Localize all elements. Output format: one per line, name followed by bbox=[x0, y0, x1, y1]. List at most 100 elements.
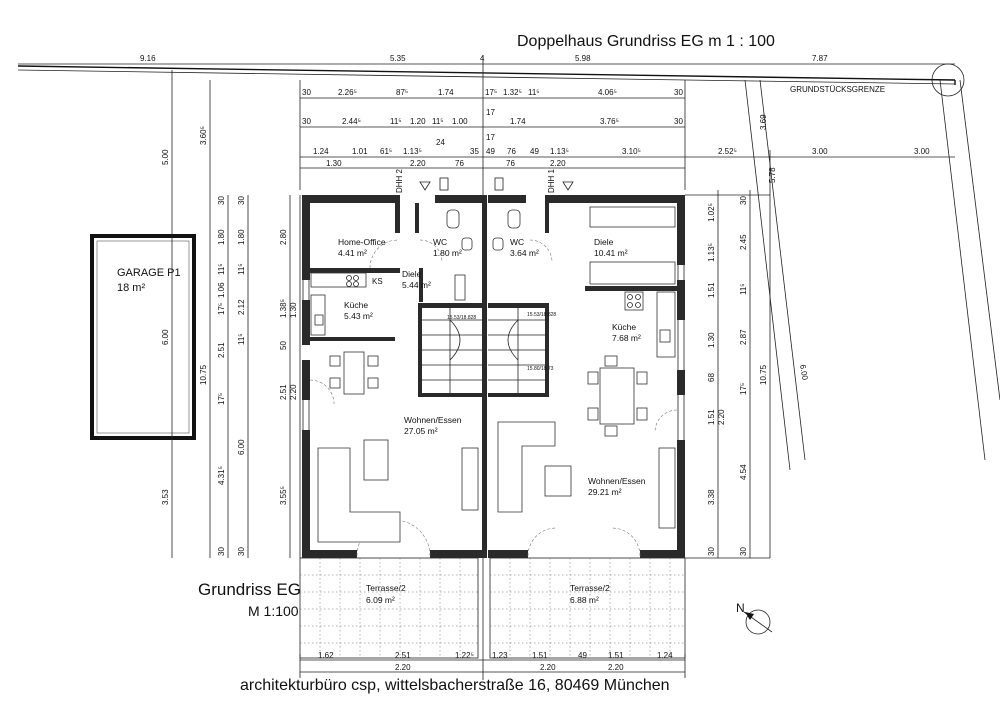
wc-left-name: WC bbox=[433, 237, 447, 247]
dim-r3-4: 1.20 bbox=[410, 117, 426, 126]
dim-top-2: 5.35 bbox=[390, 54, 406, 63]
dim-lcc-4: 50 bbox=[279, 341, 288, 350]
terrace-right-name: Terrasse/2 bbox=[570, 583, 610, 593]
dim-right-upper-1: 3.69 bbox=[759, 114, 768, 130]
dim-bottom-11: 2.20 bbox=[608, 663, 624, 672]
dim-lca-5: 17⁵ bbox=[217, 303, 226, 315]
dim-r5-5: 2.20 bbox=[550, 159, 566, 168]
dim-lcb-6: 6.00 bbox=[237, 439, 246, 455]
dim-r2-8: 4.06⁵ bbox=[598, 88, 617, 97]
installation-shaft bbox=[454, 274, 466, 301]
garage-name: GARAGE P1 bbox=[117, 267, 181, 279]
dim-r4-9: 76 bbox=[507, 147, 516, 156]
dim-r4-14: 3.00 bbox=[812, 147, 828, 156]
dim-bottom-10: 2.20 bbox=[540, 663, 556, 672]
dim-left-1: 5.00 bbox=[161, 149, 170, 165]
wc-right-name: WC bbox=[510, 237, 524, 247]
dim-lcc-2: 1.38⁵ bbox=[279, 299, 288, 318]
kueche-left-name: Küche bbox=[344, 300, 368, 310]
dim-right-total: 10.75 bbox=[759, 364, 768, 385]
dim-rcb-3: 11⁵ bbox=[739, 283, 748, 295]
dim-rca-5: 68 bbox=[707, 373, 716, 382]
dim-left-2: 3.60⁵ bbox=[199, 126, 208, 145]
entrance-markers bbox=[419, 177, 574, 191]
plan-scale: M 1:100 bbox=[248, 603, 299, 619]
dim-r3-5: 11⁵ bbox=[432, 117, 444, 126]
dim-top-1: 9.16 bbox=[140, 54, 156, 63]
wohnen-left-area: 27.05 m² bbox=[404, 426, 438, 436]
dim-left-3: 6.00 bbox=[161, 329, 170, 345]
home-office-name: Home-Office bbox=[338, 237, 386, 247]
dim-r4-3: 61⁵ bbox=[380, 147, 392, 156]
stair-right-label: 15.53/18.828 bbox=[527, 312, 556, 318]
ks-label: KS bbox=[372, 277, 383, 286]
dhh2-label: DHH 2 bbox=[395, 168, 404, 193]
kueche-left-area: 5.43 m² bbox=[344, 311, 373, 321]
dim-r4-6: 35 bbox=[470, 147, 479, 156]
dim-lca-3: 11⁵ bbox=[217, 263, 226, 275]
dim-rca-7: 2.20 bbox=[717, 409, 726, 425]
diele-right-area: 10.41 m² bbox=[594, 248, 628, 258]
dim-rca-9: 30 bbox=[707, 547, 716, 556]
dim-lcc-3: 1.30 bbox=[289, 302, 298, 318]
dim-left-house-total: 10.75 bbox=[199, 364, 208, 385]
dining-table-left bbox=[329, 351, 379, 395]
kueche-right-area: 7.68 m² bbox=[612, 333, 641, 343]
dim-bottom-3: 1.22⁵ bbox=[455, 651, 474, 660]
terrace-left-area: 6.09 m² bbox=[366, 595, 395, 605]
dim-rca-2: 1.13⁵ bbox=[707, 243, 716, 262]
dhh1-label: DHH 1 bbox=[547, 168, 556, 193]
dim-rca-1: 1.02⁵ bbox=[707, 203, 716, 222]
dim-r5-1: 1.30 bbox=[326, 159, 342, 168]
terrace-right-area: 6.88 m² bbox=[570, 595, 599, 605]
bottom-dimension-lines bbox=[299, 654, 686, 678]
dim-r2-6: 1.32⁵ bbox=[503, 88, 522, 97]
wohnen-right-area: 29.21 m² bbox=[588, 487, 622, 497]
dim-lcb-2: 1.80 bbox=[237, 229, 246, 245]
dim-lca-7: 17⁵ bbox=[217, 393, 226, 405]
dim-r4-1: 1.24 bbox=[313, 147, 329, 156]
dim-right-upper-2: 5.78 bbox=[768, 167, 777, 183]
dim-r3-8: 1.74 bbox=[510, 117, 526, 126]
dim-bottom-8: 1.24 bbox=[657, 651, 673, 660]
windows bbox=[302, 265, 685, 440]
dim-lcb-4: 2.12 bbox=[237, 299, 246, 315]
diele-right-name: Diele bbox=[594, 237, 614, 247]
dim-rca-4: 1.30 bbox=[707, 332, 716, 348]
dim-r2-5: 17⁵ bbox=[485, 88, 497, 97]
dim-r3-9: 3.76⁵ bbox=[600, 117, 619, 126]
terrace-right bbox=[489, 557, 686, 659]
kitchen-right bbox=[589, 206, 676, 358]
dim-r5-4: 76 bbox=[506, 159, 515, 168]
dim-r4-7: 17 bbox=[486, 133, 495, 142]
dim-bottom-9: 2.20 bbox=[395, 663, 411, 672]
dim-lcc-6: 2.20 bbox=[289, 384, 298, 400]
dim-rcb-5: 17⁵ bbox=[739, 383, 748, 395]
dim-r3-2: 2.44⁵ bbox=[342, 117, 361, 126]
stair-left bbox=[422, 308, 482, 393]
dining-table-right bbox=[587, 355, 648, 437]
dim-top-3: 4 bbox=[480, 54, 485, 63]
dim-lcc-7: 3.55⁵ bbox=[279, 486, 288, 505]
north-arrow-icon bbox=[743, 609, 773, 635]
top-dimension-lines bbox=[18, 55, 955, 680]
dim-r2-1: 30 bbox=[302, 88, 311, 97]
dim-top-4: 5.98 bbox=[575, 54, 591, 63]
dim-r4-5: 24 bbox=[436, 138, 445, 147]
dim-lca-8: 4.31⁵ bbox=[217, 466, 226, 485]
stair-right-lower-label: 15.80/18.73 bbox=[527, 366, 554, 372]
drawing-title: Doppelhaus Grundriss EG m 1 : 100 bbox=[517, 33, 775, 50]
dim-bottom-5: 1.51 bbox=[532, 651, 548, 660]
sofa-left bbox=[317, 439, 479, 543]
dim-r2-9: 30 bbox=[674, 88, 683, 97]
dim-bottom-6: 49 bbox=[578, 651, 587, 660]
dim-bottom-2: 2.51 bbox=[395, 651, 411, 660]
dim-r5-2: 2.20 bbox=[410, 159, 426, 168]
diele-left-name: Diele bbox=[402, 269, 422, 279]
dim-top-5: 7.87 bbox=[812, 54, 828, 63]
dim-lca-4: 1.06 bbox=[217, 282, 226, 298]
dim-rcb-7: 30 bbox=[739, 547, 748, 556]
dim-rca-3: 1.51 bbox=[707, 282, 716, 298]
dim-r4-15: 3.00 bbox=[914, 147, 930, 156]
